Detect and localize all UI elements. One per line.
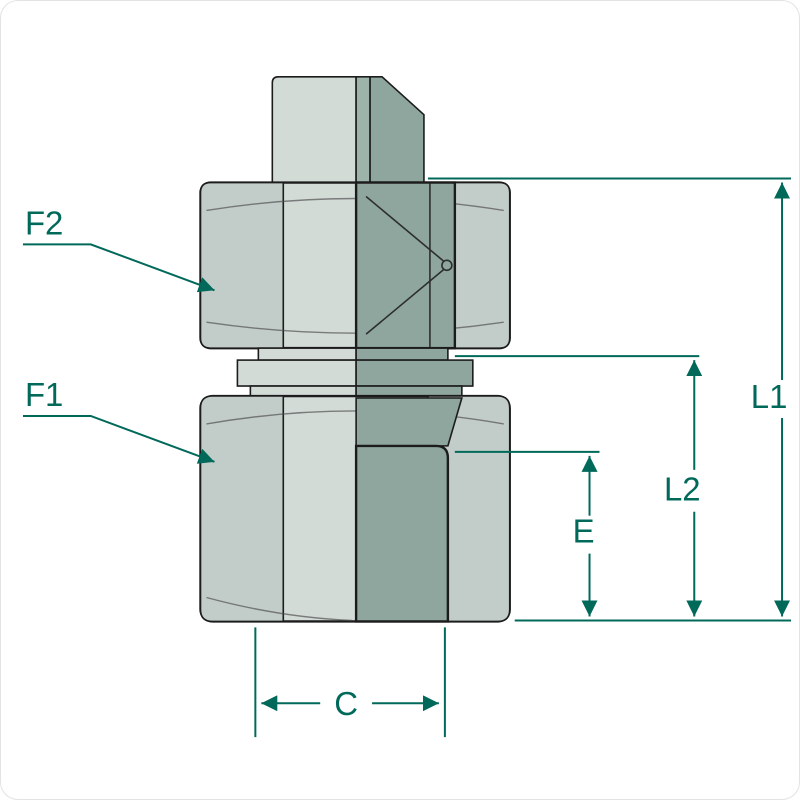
label-f1: F1	[25, 376, 63, 413]
dimension-lines	[22, 177, 792, 738]
label-f2: F2	[25, 204, 63, 241]
leader-f2	[22, 243, 215, 293]
label-l2: L2	[664, 471, 701, 508]
leader-f1	[22, 414, 215, 464]
label-e: E	[573, 513, 595, 550]
fitting-part	[199, 76, 511, 623]
upper-hex-section-cut	[354, 181, 457, 350]
lower-hex-bottom-chamfer	[206, 596, 353, 622]
cone-seat-upper-line	[365, 195, 445, 262]
stem-chamfer-section	[369, 76, 425, 184]
label-l1: L1	[751, 378, 788, 415]
stem-exterior	[271, 76, 357, 184]
stem-wall-section	[355, 76, 371, 184]
lower-hex-bore-section	[354, 444, 450, 623]
lower-hex-funnel-section	[355, 397, 463, 447]
lower-hex-left-facet	[199, 395, 285, 623]
cone-seat-tip	[441, 259, 453, 272]
label-c: C	[334, 685, 358, 722]
waist-band2-section	[355, 359, 474, 387]
waist-band2-left	[236, 359, 357, 387]
upper-hex-right-facet	[454, 181, 511, 349]
waist-band1-section	[355, 347, 449, 361]
waist-band1-left	[257, 347, 357, 361]
cone-seat-lower-line	[365, 268, 445, 335]
